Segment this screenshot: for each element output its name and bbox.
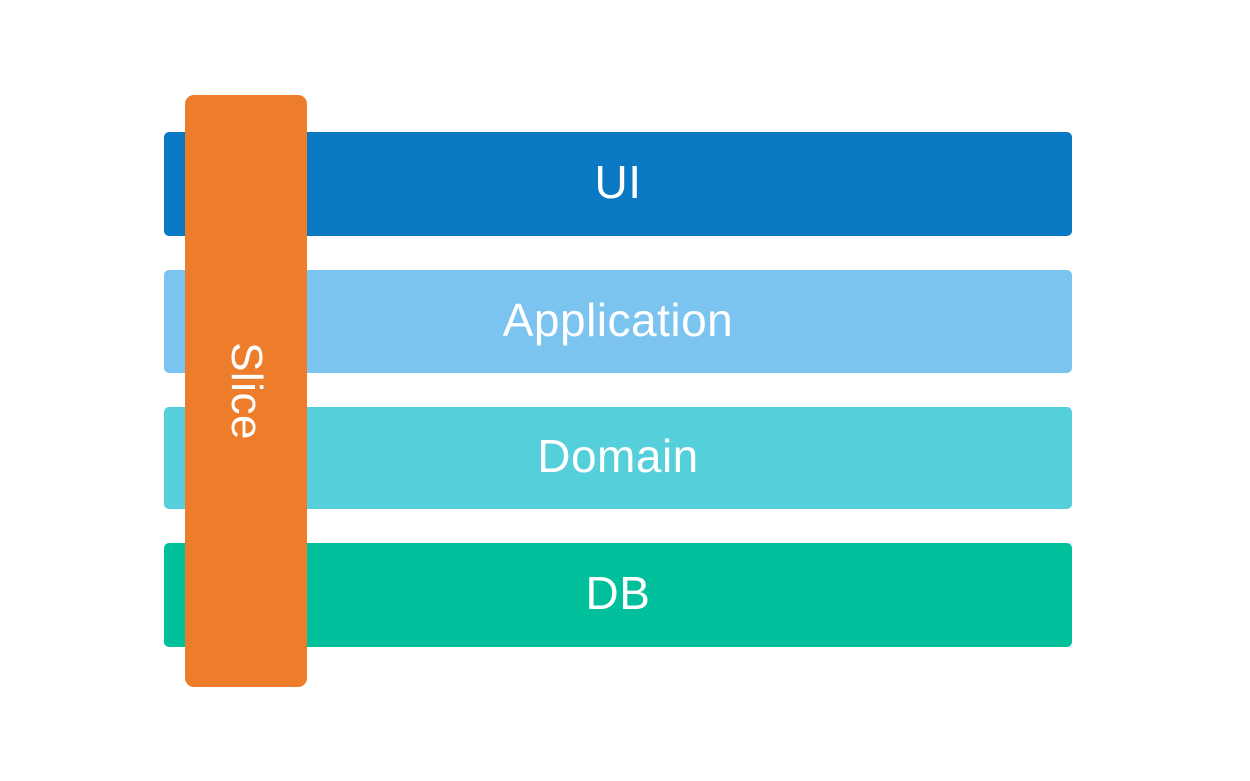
- layer-bar-db: DB: [164, 543, 1072, 647]
- slice-vertical-bar: Slice: [185, 95, 307, 687]
- layer-bar-application: Application: [164, 270, 1072, 373]
- slice-label: Slice: [222, 342, 271, 440]
- layer-bar-ui: UI: [164, 132, 1072, 236]
- layer-bar-domain: Domain: [164, 407, 1072, 509]
- layer-label-ui: UI: [594, 156, 642, 208]
- layer-label-db: DB: [585, 567, 651, 619]
- layer-label-application: Application: [502, 293, 734, 346]
- layer-label-domain: Domain: [537, 430, 699, 482]
